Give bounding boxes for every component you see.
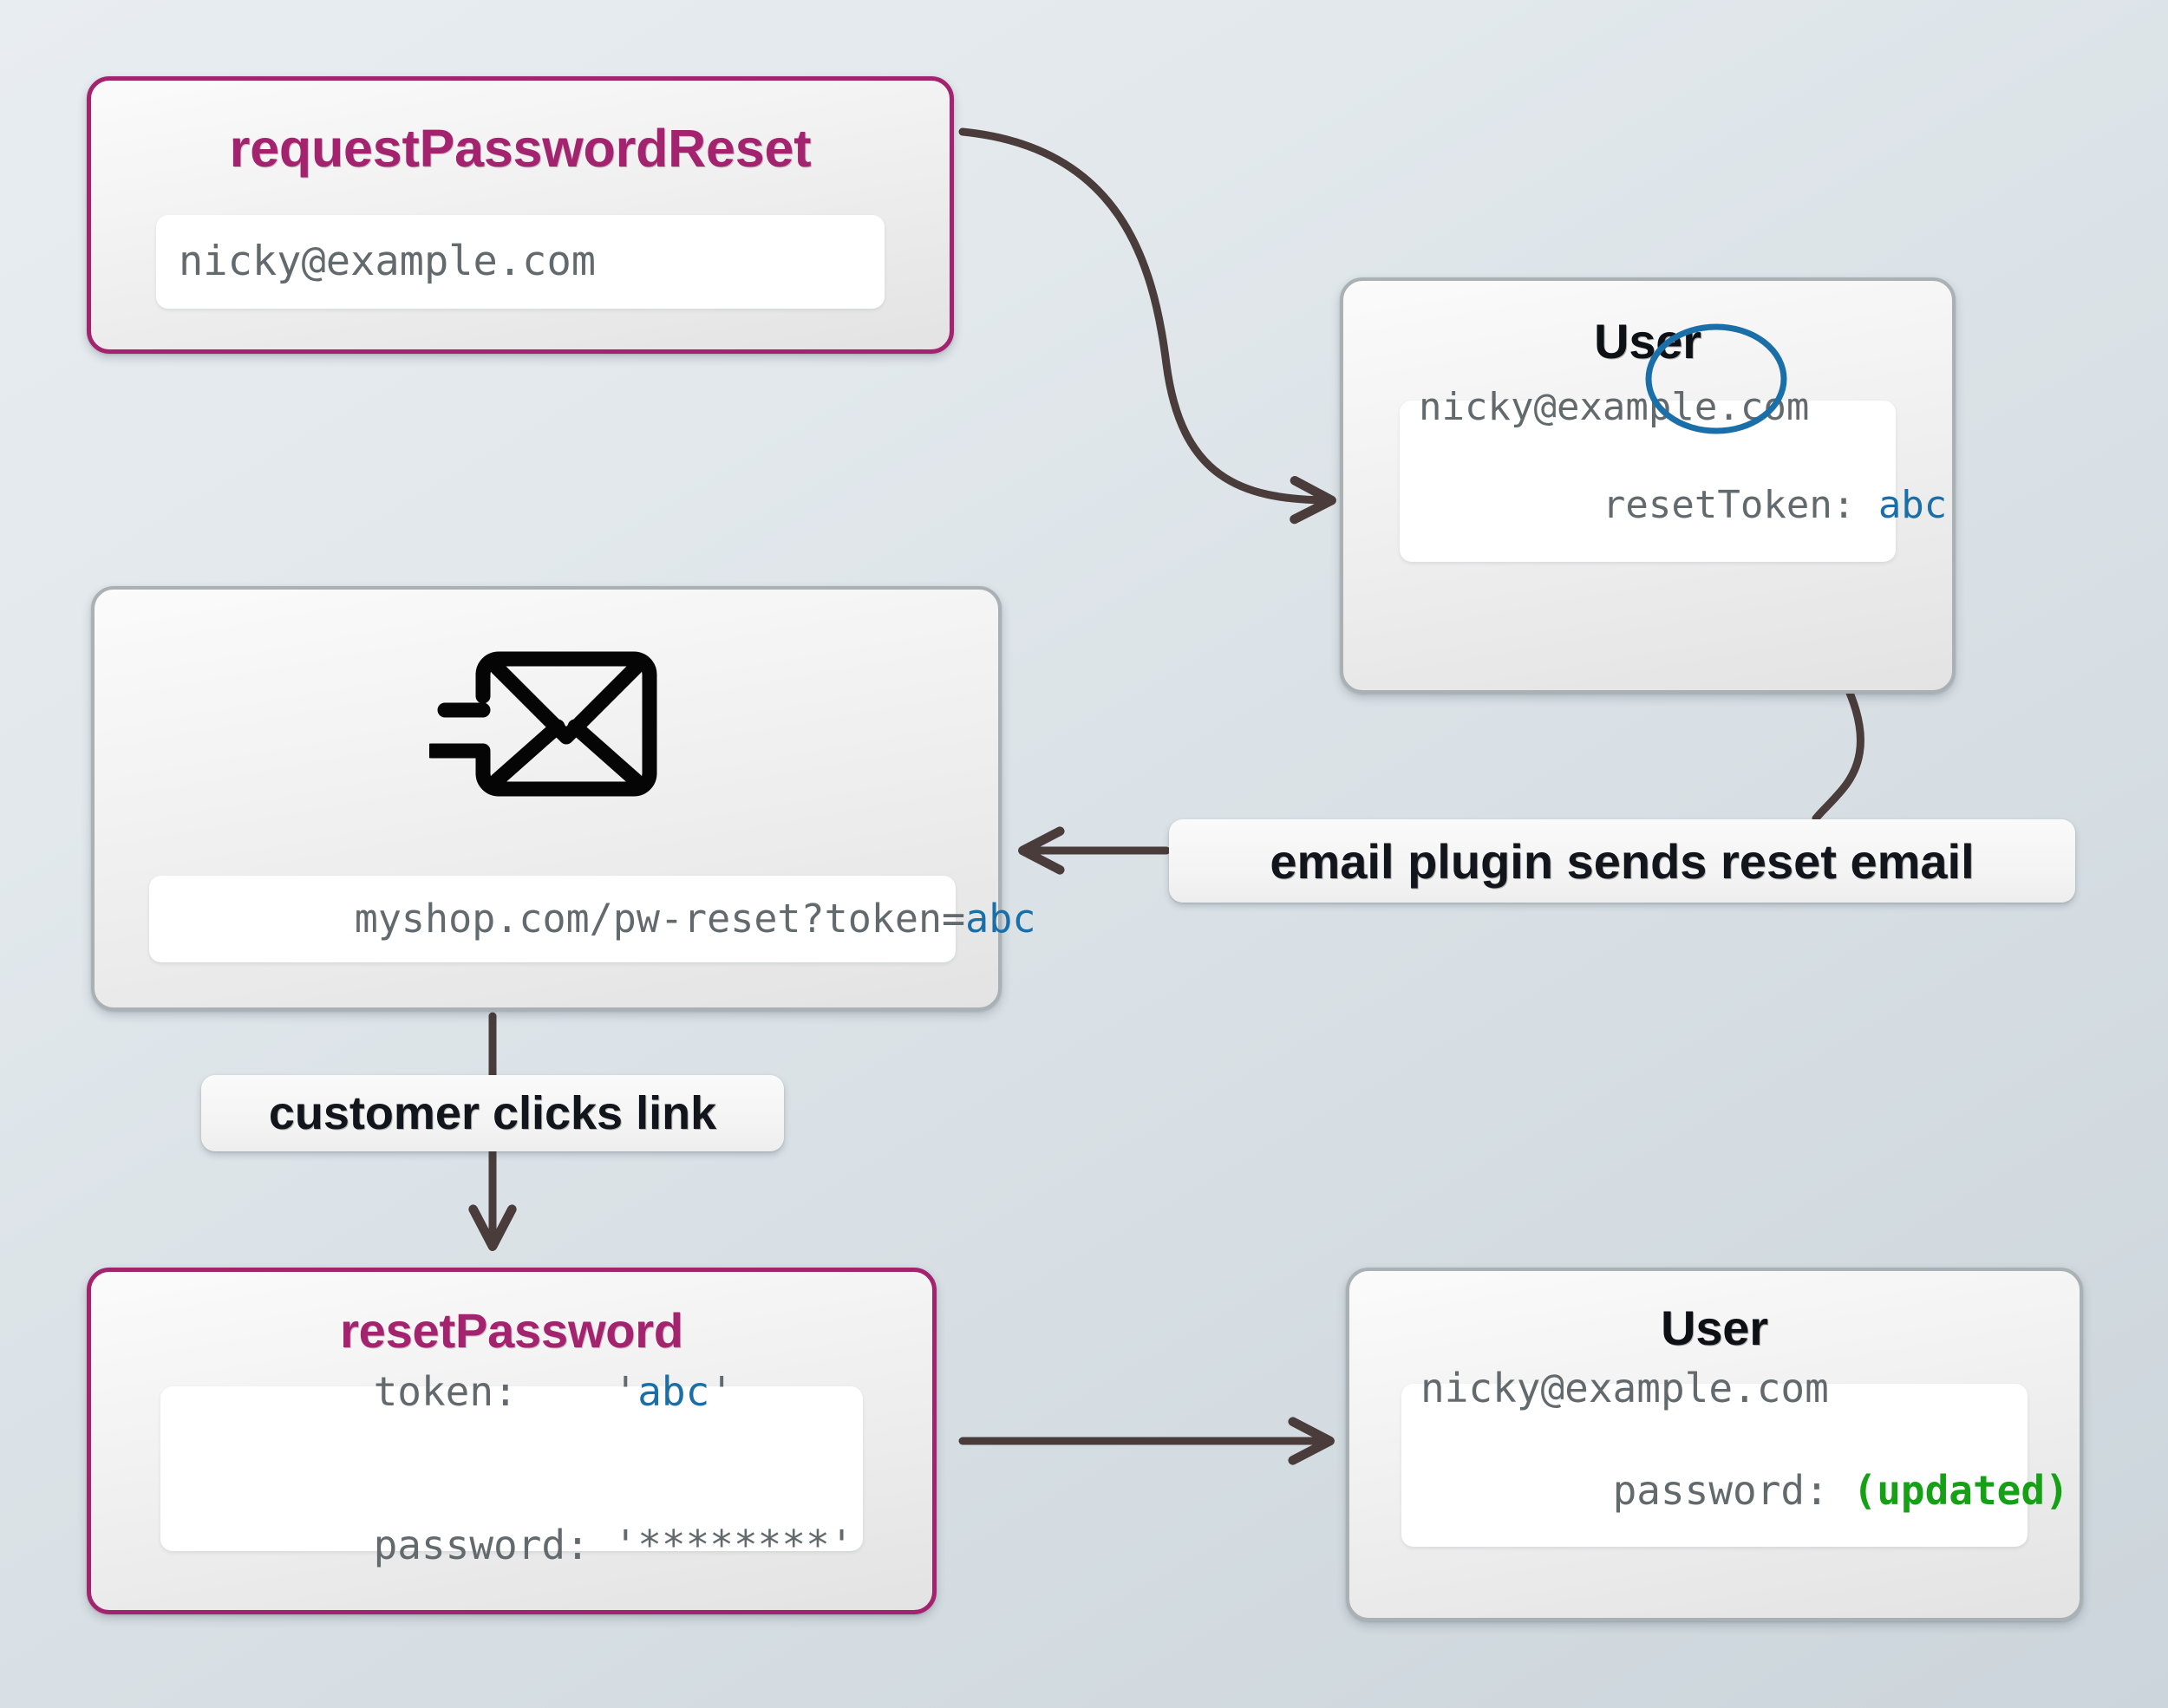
reset-token-row: token: 'abc' [181,1315,842,1469]
reset-token-value: abc [637,1368,710,1416]
edge-label-email-plugin-sends-reset-email: email plugin sends reset email [1169,819,2075,903]
node-request-password-reset[interactable]: requestPasswordReset nicky@example.com [87,76,954,354]
email-url-row: myshop.com/pw-reset?token=abc [167,844,1036,994]
node-user-bottom[interactable]: User nicky@example.com password: (update… [1346,1268,2083,1621]
node-user-top[interactable]: User nicky@example.com resetToken: abc [1340,277,1956,694]
reset-token-open-quote: ' [613,1368,638,1416]
edge-request-to-user [958,127,1336,525]
node-reset-password[interactable]: resetPassword token: 'abc' password: '**… [87,1268,937,1614]
email-url-token: abc [965,896,1036,942]
reset-password-value: '********' [613,1521,854,1568]
node-email-message[interactable]: myshop.com/pw-reset?token=abc [91,586,1035,1011]
reset-password-label: password: [373,1521,614,1568]
user-top-token-row: resetToken: abc [1419,433,1947,579]
email-url-prefix: myshop.com/pw-reset?token= [354,896,966,942]
user-top-email: nicky@example.com [1419,385,1810,430]
request-email-value: nicky@example.com [179,237,597,285]
user-bottom-password-value: (updated) [1852,1467,2069,1514]
node-title-reset-password: resetPassword [340,1303,683,1358]
email-url-panel: myshop.com/pw-reset?token=abc [149,876,1035,962]
user-bottom-email: nicky@example.com [1420,1365,1829,1412]
user-top-token-label: resetToken: [1602,483,1878,527]
reset-password-row: password: '********' [181,1469,854,1622]
user-top-panel: nicky@example.com resetToken: abc [1400,323,1947,562]
reset-password-panel: token: 'abc' password: '********' [160,1368,863,1568]
user-bottom-password-row: password: (updated) [1420,1414,2069,1568]
user-bottom-panel: nicky@example.com password: (updated) [1401,1365,2069,1547]
node-title-user-top: User [1594,314,1701,368]
request-password-reset-panel: nicky@example.com [156,215,885,309]
reset-token-close-quote: ' [709,1368,735,1416]
edge-label-customer-clicks-link: customer clicks link [201,1075,784,1151]
user-bottom-password-label: password: [1612,1467,1853,1514]
node-title-request-password-reset: requestPasswordReset [229,119,812,178]
user-top-token-value: abc [1877,483,1948,527]
send-envelope-icon [423,643,663,808]
reset-token-label: token: [373,1368,614,1416]
node-title-user-bottom: User [1661,1301,1768,1355]
token-highlight-circle-icon [1645,323,1787,434]
